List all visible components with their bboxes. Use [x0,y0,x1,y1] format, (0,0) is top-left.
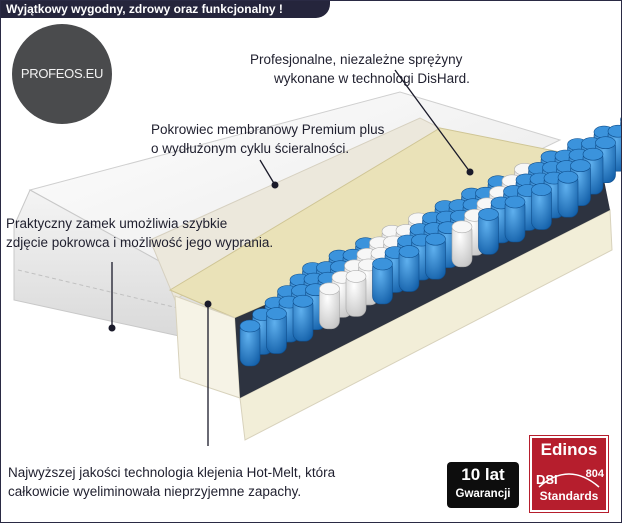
warranty-label: Gwarancji [455,488,511,500]
spring-pocket [557,170,579,218]
callout-cover: Pokrowiec membranowy Premium plus o wydł… [151,120,384,158]
callout-zipper: Praktyczny zamek umożliwia szybkie zdjęc… [6,214,273,252]
tagline-text: Wyjątkowy wygodny, zdrowy oraz funkcjona… [6,2,283,16]
warranty-value: 10 lat [461,465,505,484]
spring-pocket [266,307,287,354]
callout-springs-line-1: Profesjonalne, niezależne sprężyny [250,52,463,67]
spring-pocket [425,232,446,280]
spring-pocket [292,294,314,342]
pocket-springs [239,116,622,367]
spring-pocket [239,319,261,367]
profeos-logo: PROFEOS.EU [12,24,112,124]
callout-cover-line-2: o wydłużonym cyklu ścieralności. [151,141,350,156]
edinos-brand: Edinos [540,440,598,459]
callout-zipper-line-2: zdjęcie pokrowca i możliwość jego wypran… [6,235,274,250]
warranty-badge: 10 lat Gwarancji [447,462,519,508]
callout-hotmelt-line-2: całkowicie wyeliminowała nieprzyjemne za… [8,484,302,499]
callout-zipper-line-1: Praktyczny zamek umożliwia szybkie [6,216,228,231]
spring-pocket [478,208,499,255]
edinos-label: Standards [539,489,599,503]
edinos-badge: Edinos DSI 804 Standards [529,435,609,513]
spring-pocket [504,195,526,243]
callout-hotmelt: Najwyższej jakości technologia klejenia … [8,463,335,501]
spring-pocket [345,270,367,317]
callout-springs-line-2: wykonane w technologi DisHard. [274,71,470,86]
spring-pocket [531,183,552,230]
callout-cover-line-1: Pokrowiec membranowy Premium plus [151,122,385,137]
tagline-banner: Wyjątkowy wygodny, zdrowy oraz funkcjona… [0,0,330,18]
edinos-arc-icon [538,473,600,488]
logo-text: PROFEOS.EU [20,66,104,81]
spring-pocket [372,257,393,305]
edinos-number: 804 [585,468,604,480]
callout-springs: Profesjonalne, niezależne sprężyny wykon… [250,50,470,88]
spring-pocket [319,282,340,330]
callout-hotmelt-line-1: Najwyższej jakości technologia klejenia … [8,465,336,480]
spring-pocket [451,220,473,268]
spring-pocket [398,245,420,292]
edinos-code: DSI [536,472,558,487]
